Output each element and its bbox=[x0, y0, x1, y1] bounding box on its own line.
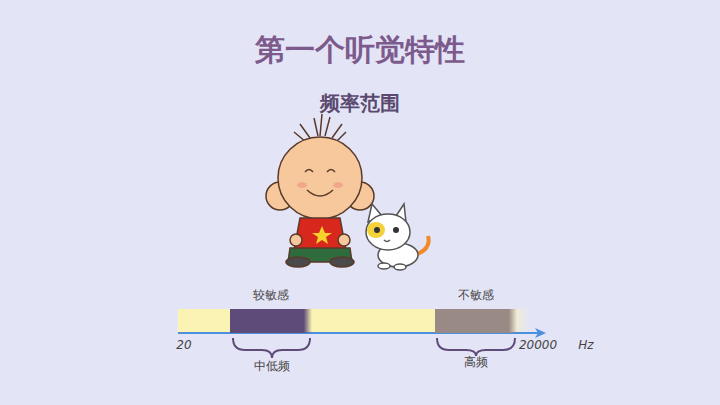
subtitle: 频率范围 bbox=[320, 90, 400, 117]
band-fill bbox=[435, 309, 517, 333]
band-fill bbox=[230, 309, 312, 333]
frequency-bar bbox=[178, 309, 546, 338]
axis-unit: Hz bbox=[578, 338, 593, 352]
axis-min: 20 bbox=[176, 338, 191, 352]
brace-label: 高频 bbox=[464, 354, 488, 371]
band-heading: 较敏感 bbox=[230, 288, 312, 302]
frequency-band: 较敏感 bbox=[230, 288, 312, 333]
frequency-band: 不敏感 bbox=[435, 288, 517, 333]
band-heading: 不敏感 bbox=[435, 288, 517, 302]
brace-label: 中低频 bbox=[254, 358, 290, 375]
title: 第一个听觉特性 bbox=[255, 30, 465, 71]
cat-figure bbox=[366, 204, 429, 270]
axis-max: 20000 bbox=[519, 338, 557, 352]
boy-figure bbox=[266, 114, 374, 267]
